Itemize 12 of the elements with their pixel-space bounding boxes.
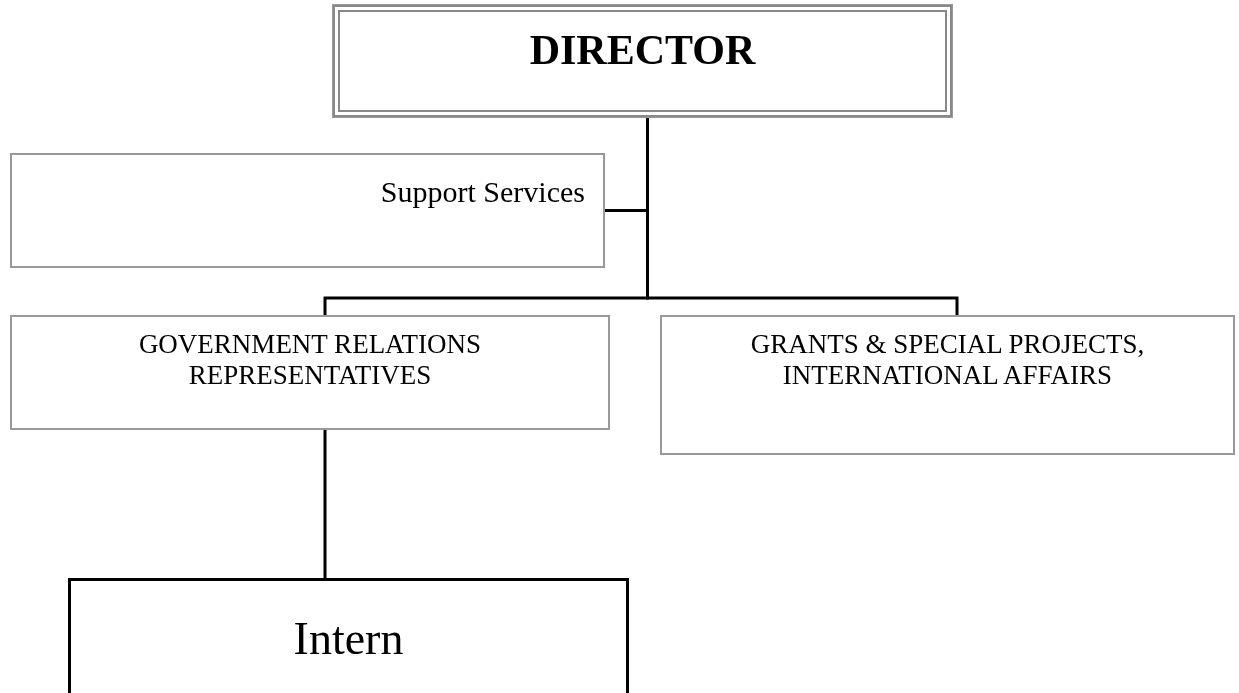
connector-line — [646, 117, 959, 315]
org-box — [68, 578, 629, 693]
box-title: Support Services — [380, 175, 585, 210]
org-box — [10, 315, 610, 430]
box-title: DIRECTOR — [529, 26, 756, 75]
box-title: GOVERNMENT RELATIONS REPRESENTATIVES — [137, 329, 483, 392]
org-box — [660, 315, 1235, 455]
box-title: Intern — [293, 613, 404, 666]
org-box — [10, 153, 605, 268]
box-title: GRANTS & SPECIAL PROJECTS, INTERNATIONAL AFFAIRS — [749, 329, 1146, 392]
org-box — [333, 5, 952, 117]
connector-line — [323, 430, 327, 578]
